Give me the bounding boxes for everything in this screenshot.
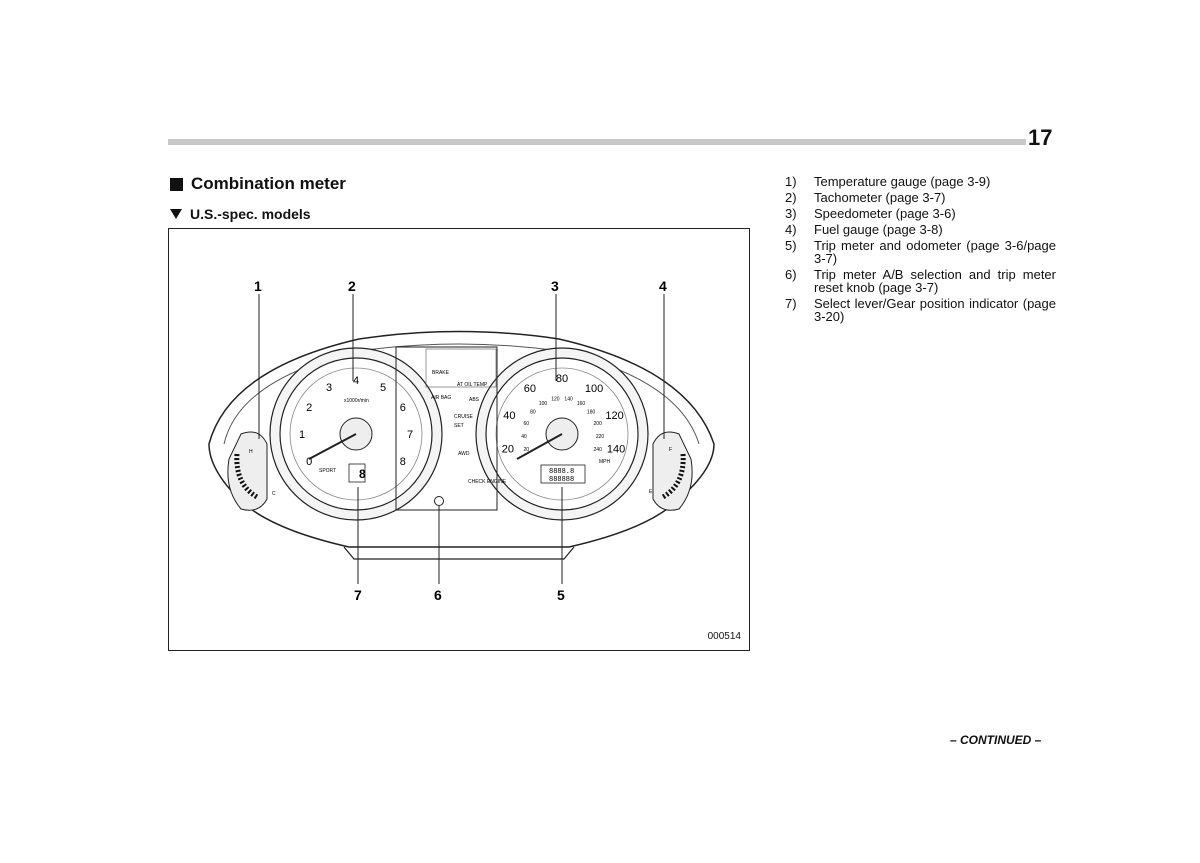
header-rule xyxy=(168,139,1026,145)
odometer-value: 888888 xyxy=(549,476,574,484)
warning-lights-panel xyxy=(395,346,498,511)
callout-7: 7 xyxy=(354,587,362,603)
tach-number: 3 xyxy=(326,382,332,394)
speed-inner-number: 160 xyxy=(577,401,586,407)
legend-item: 6)Trip meter A/B selection and trip mete… xyxy=(785,267,1056,295)
callout-2: 2 xyxy=(348,278,356,294)
legend-item: 3)Speedometer (page 3-6) xyxy=(785,206,956,221)
speed-inner-number: 240 xyxy=(594,447,603,453)
temp-c-label: C xyxy=(272,491,276,497)
speed-inner-number: 100 xyxy=(539,401,548,407)
speed-number: 60 xyxy=(524,383,536,395)
temperature-gauge xyxy=(227,431,268,511)
legend-item: 5)Trip meter and odometer (page 3-6/page… xyxy=(785,238,1056,266)
speed-inner-number: 40 xyxy=(521,434,527,440)
speed-inner-number: 220 xyxy=(596,434,605,440)
speed-number: 40 xyxy=(503,410,515,422)
gear-position-display xyxy=(348,463,366,483)
callout-1: 1 xyxy=(254,278,262,294)
trip-meter-value: 8888.8 xyxy=(549,468,574,476)
section-title: Combination meter xyxy=(170,174,346,194)
tachometer xyxy=(269,347,443,521)
sport-label: SPORT xyxy=(319,468,336,474)
tach-number: 8 xyxy=(400,456,406,468)
legend-item: 2)Tachometer (page 3-7) xyxy=(785,190,946,205)
subsection-title-text: U.S.-spec. models xyxy=(190,206,311,222)
speed-inner-number: 180 xyxy=(587,410,596,416)
warning-label: AT OIL TEMP xyxy=(457,382,488,388)
temp-h-label: H xyxy=(249,449,253,455)
speed-inner-number: 20 xyxy=(524,447,530,453)
warning-label: AIR BAG xyxy=(431,395,451,401)
speed-inner-number: 80 xyxy=(530,410,536,416)
fuel-gauge xyxy=(652,431,693,511)
callout-6: 6 xyxy=(434,587,442,603)
speed-inner-number: 60 xyxy=(524,421,530,427)
legend-item: 1)Temperature gauge (page 3-9) xyxy=(785,174,991,189)
page-number: 17 xyxy=(1028,125,1053,150)
speedometer xyxy=(475,347,649,521)
tach-number: 0 xyxy=(306,456,312,468)
square-bullet-icon xyxy=(170,177,183,191)
section-title-text: Combination meter xyxy=(191,174,346,193)
combination-meter-figure: H C F E 0 1 2 3 4 5 6 7 8 x1000r/min SPORT 8 xyxy=(168,228,750,651)
figure-code: 000514 xyxy=(707,631,741,642)
warning-label: CRUISE xyxy=(454,414,474,420)
legend-list: 1)Temperature gauge (page 3-9) 2)Tachome… xyxy=(785,175,1056,326)
warning-label: ABS xyxy=(469,397,480,403)
callout-4: 4 xyxy=(659,278,667,294)
warning-label: SET xyxy=(454,423,464,429)
fuel-f-label: F xyxy=(669,447,672,453)
legend-item: 4)Fuel gauge (page 3-8) xyxy=(785,222,943,237)
warning-label: BRAKE xyxy=(432,370,450,376)
warning-label: CHECK ENGINE xyxy=(468,479,507,485)
tach-number: 6 xyxy=(400,402,406,414)
speed-inner-number: 200 xyxy=(594,421,603,427)
callout-3: 3 xyxy=(551,278,559,294)
speed-unit-label: MPH xyxy=(599,459,611,465)
speed-number: 20 xyxy=(502,444,514,456)
callout-5: 5 xyxy=(557,587,565,603)
speed-number: 80 xyxy=(556,373,568,385)
tach-number: 2 xyxy=(306,402,312,414)
combination-meter-illustration: H C F E 0 1 2 3 4 5 6 7 8 x1000r/min SPORT 8 xyxy=(208,278,715,603)
subsection-title: U.S.-spec. models xyxy=(170,206,311,222)
speed-inner-number: 120 xyxy=(551,397,560,403)
speed-number: 100 xyxy=(585,383,603,395)
tach-number: 1 xyxy=(299,429,305,441)
legend-item: 7)Select lever/Gear position indicator (… xyxy=(785,296,1056,324)
trip-reset-knob xyxy=(434,496,444,506)
odometer-display xyxy=(540,464,586,484)
tach-number: 5 xyxy=(380,382,386,394)
speed-inner-number: 140 xyxy=(564,397,573,403)
fuel-e-label: E xyxy=(649,489,653,495)
speed-number: 120 xyxy=(605,410,623,422)
tach-unit-label: x1000r/min xyxy=(344,398,369,404)
gear-position-value: 8 xyxy=(359,467,366,481)
continued-label: – CONTINUED – xyxy=(950,733,1042,747)
tach-number: 7 xyxy=(407,429,413,441)
triangle-bullet-icon xyxy=(170,209,182,219)
tach-number: 4 xyxy=(353,375,359,387)
warning-label: AWD xyxy=(458,451,470,457)
speed-number: 140 xyxy=(607,444,625,456)
